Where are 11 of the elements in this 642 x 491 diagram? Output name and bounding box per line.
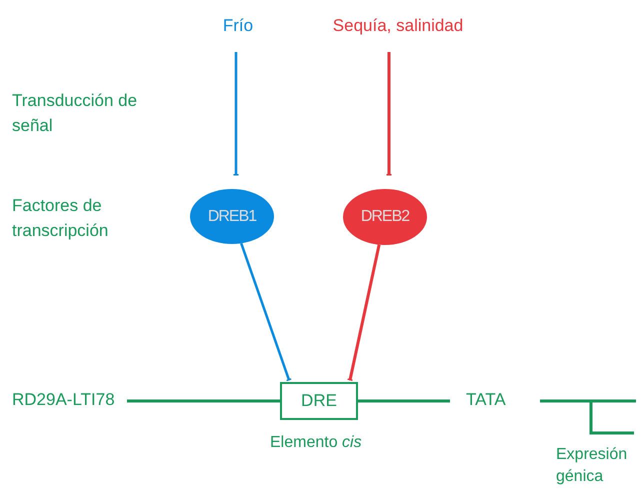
stress-label: Sequía, salinidad [310, 12, 486, 40]
stress-label: Frío [205, 12, 271, 40]
promoter-label: TATA [466, 389, 507, 411]
cis-element-box: DRE [280, 382, 358, 420]
gene-name-label: RD29A-LTI78 [12, 389, 116, 411]
transcription-factor-ellipse: DREB1 [190, 189, 274, 244]
row-label: Transducción de señal [12, 90, 138, 137]
transcription-factor-ellipse: DREB2 [343, 189, 427, 245]
gene-expression-label: Expresión génica [556, 445, 628, 487]
element-caption: Elemento cis [270, 433, 363, 453]
row-label: Factores de transcripción [12, 195, 110, 242]
